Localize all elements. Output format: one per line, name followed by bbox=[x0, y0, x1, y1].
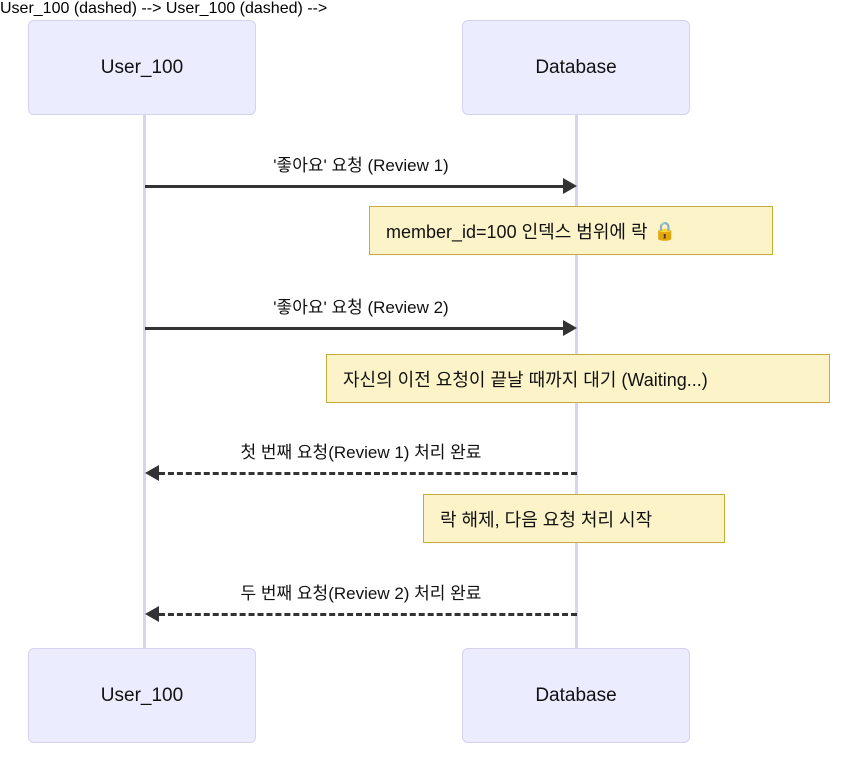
lifeline-user bbox=[143, 115, 146, 655]
participant-user-top-label: User_100 bbox=[100, 56, 184, 78]
message-1-arrowhead bbox=[563, 178, 577, 194]
note-lock-range-text: member_id=100 인덱스 범위에 락 bbox=[386, 221, 648, 242]
participant-user-top[interactable]: User_100 bbox=[28, 20, 256, 115]
message-4-label: 두 번째 요청(Review 2) 처리 완료 bbox=[240, 584, 482, 603]
message-4-line bbox=[159, 613, 577, 616]
participant-database-top[interactable]: Database bbox=[462, 20, 690, 115]
message-1-label: '좋아요' 요청 (Review 1) bbox=[273, 156, 449, 175]
note-lock-release[interactable]: 락 해제, 다음 요청 처리 시작 bbox=[423, 494, 725, 543]
note-waiting[interactable]: 자신의 이전 요청이 끝날 때까지 대기 (Waiting...) bbox=[326, 354, 830, 403]
participant-database-top-label: Database bbox=[535, 56, 617, 78]
message-3-line bbox=[159, 472, 577, 475]
note-lock-range[interactable]: member_id=100 인덱스 범위에 락 🔒 bbox=[369, 206, 773, 255]
message-4-arrowhead bbox=[145, 606, 159, 622]
note-lock-release-text: 락 해제, 다음 요청 처리 시작 bbox=[440, 509, 653, 530]
message-2-arrowhead bbox=[563, 320, 577, 336]
message-2-line bbox=[145, 327, 563, 330]
participant-database-bottom[interactable]: Database bbox=[462, 648, 690, 743]
participant-database-bottom-label: Database bbox=[535, 684, 617, 706]
note-waiting-text: 자신의 이전 요청이 끝날 때까지 대기 (Waiting...) bbox=[343, 369, 708, 390]
message-2-label: '좋아요' 요청 (Review 2) bbox=[273, 298, 449, 317]
participant-user-bottom[interactable]: User_100 bbox=[28, 648, 256, 743]
message-3-label: 첫 번째 요청(Review 1) 처리 완료 bbox=[240, 443, 482, 462]
lock-icon: 🔒 bbox=[653, 220, 676, 241]
message-1-line bbox=[145, 185, 563, 188]
participant-user-bottom-label: User_100 bbox=[100, 684, 184, 706]
message-3-arrowhead bbox=[145, 465, 159, 481]
